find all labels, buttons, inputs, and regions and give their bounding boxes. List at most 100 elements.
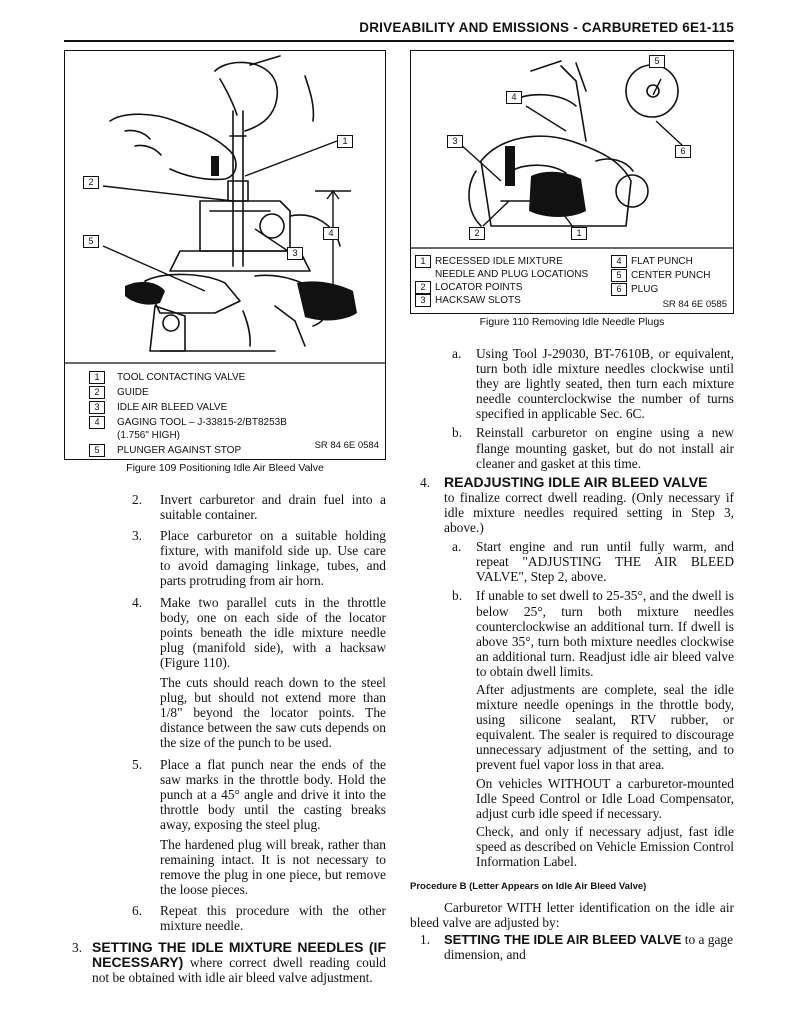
step-text: If unable to set dwell to 25-35°, and th…	[476, 588, 734, 679]
procedure-b-heading: Procedure B (Letter Appears on Idle Air …	[410, 881, 647, 893]
step-number: 3.	[132, 528, 143, 544]
legend-text: PLUNGER AGAINST STOP	[117, 445, 242, 456]
figure-109-caption: Figure 109 Positioning Idle Air Bleed Va…	[126, 462, 324, 474]
legend-number: 5	[89, 444, 105, 457]
legend-number: 4	[611, 255, 627, 268]
step-text: Reinstall carburetor on engine using a n…	[476, 425, 734, 471]
step-number: 3.	[72, 939, 83, 955]
legend-number: 3	[89, 401, 105, 414]
step-4-note: The cuts should reach down to the steel …	[160, 675, 386, 751]
main-step-3: 3. SETTING THE IDLE MIXTURE NEEDLES (IF …	[64, 938, 386, 985]
step-heading: SETTING THE IDLE AIR BLEED VALVE	[444, 932, 682, 948]
fig109-callout-4: 4	[323, 227, 339, 240]
step-heading: SETTING THE IDLE MIXTURE NEEDLES (IF NEC…	[92, 938, 386, 970]
substep-a: a. Using Tool J-29030, BT-7610B, or equi…	[410, 346, 734, 421]
substep-b2-note-3: Check, and only if necessary adjust, fas…	[476, 823, 734, 869]
main-step-1: 1. SETTING THE IDLE AIR BLEED VALVE to a…	[410, 932, 734, 962]
legend-number: 1	[89, 371, 105, 384]
legend-item: 4 FLAT PUNCH	[609, 255, 729, 269]
step-number: a.	[452, 346, 462, 361]
step-number: 2.	[132, 492, 143, 507]
fig109-callout-5: 5	[83, 235, 99, 248]
substep-b2-note-1: After adjustments are complete, seal the…	[476, 681, 734, 773]
step-number: 4.	[132, 594, 143, 610]
right-column: a. Using Tool J-29030, BT-7610B, or equi…	[410, 346, 734, 963]
legend-text: PLUG	[631, 284, 659, 295]
step-number: 4.	[420, 474, 431, 490]
legend-item: 1 RECESSED IDLE MIXTURE NEEDLE AND PLUG LO…	[413, 255, 603, 281]
substep-b2: b. If unable to set dwell to 25-35°, and…	[410, 588, 734, 679]
step-text: SETTING THE IDLE AIR BLEED VALVE to a ga…	[444, 932, 734, 962]
procedure-b-text: Carburetor WITH letter identification on…	[410, 900, 734, 931]
left-column: 2. Invert carburetor and drain fuel into…	[64, 492, 386, 985]
fig109-ref: SR 84 6E 0584	[314, 440, 379, 451]
fig110-callout-1: 1	[571, 227, 587, 240]
legend-item: 3 IDLE AIR BLEED VALVE	[85, 401, 381, 414]
legend-text: FLAT PUNCH	[631, 256, 693, 267]
legend-text: LOCATOR POINTS	[435, 282, 523, 293]
legend-number: 1	[415, 255, 431, 268]
step-body: where correct dwell reading could not be…	[92, 954, 386, 985]
legend-number: 2	[89, 386, 105, 399]
fig110-legend-right: 4 FLAT PUNCH 5 CENTER PUNCH 6 PLUG	[609, 255, 729, 297]
fig110-callout-4: 4	[506, 91, 522, 104]
legend-text: CENTER PUNCH	[631, 270, 711, 281]
step-body: to a gage dimension, and	[444, 932, 734, 963]
page-header: DRIVEABILITY AND EMISSIONS - CARBURETED …	[64, 20, 734, 42]
figure-110-caption: Figure 110 Removing Idle Needle Plugs	[479, 316, 665, 328]
step-number: b.	[452, 425, 463, 441]
fig109-callout-1: 1	[337, 135, 353, 148]
figure-109-illustration	[65, 55, 385, 364]
legend-item: 6 PLUG	[609, 283, 729, 297]
step-2: 2. Invert carburetor and drain fuel into…	[64, 492, 386, 522]
legend-text: IDLE AIR BLEED VALVE	[117, 402, 228, 413]
legend-number: 4	[89, 416, 105, 429]
fig110-legend-left: 1 RECESSED IDLE MIXTURE NEEDLE AND PLUG LO…	[413, 255, 603, 307]
legend-item: 2 LOCATOR POINTS	[413, 281, 603, 294]
legend-text: NEEDLE AND PLUG LOCATIONS	[435, 269, 589, 280]
step-5-note: The hardened plug will break, rather tha…	[160, 836, 386, 898]
step-6: 6. Repeat this procedure with the other …	[64, 903, 386, 933]
fig109-callout-2: 2	[83, 176, 99, 189]
legend-text: GUIDE	[117, 387, 149, 398]
legend-item: 5 PLUNGER AGAINST STOP	[85, 444, 381, 457]
legend-item: 2 GUIDE	[85, 386, 381, 399]
step-text: Using Tool J-29030, BT-7610B, or equival…	[476, 346, 734, 422]
step-text: Repeat this procedure with the other mix…	[160, 903, 386, 934]
step-5: 5. Place a flat punch near the ends of t…	[64, 757, 386, 832]
step-text: SETTING THE IDLE MIXTURE NEEDLES (IF NEC…	[92, 938, 386, 985]
fig110-callout-6: 6	[675, 145, 691, 158]
step-text: Invert carburetor and drain fuel into a …	[160, 492, 386, 523]
step-number: 1.	[420, 932, 431, 948]
legend-number: 2	[415, 281, 431, 294]
legend-text: HACKSAW SLOTS	[435, 295, 521, 306]
step-3: 3. Place carburetor on a suitable holdin…	[64, 528, 386, 588]
fig110-callout-2: 2	[469, 227, 485, 240]
legend-item: 4 GAGING TOOL – J-33815-2/BT8253B (1.756" …	[85, 416, 381, 442]
legend-text: RECESSED IDLE MIXTURE	[435, 256, 563, 267]
step-heading: READJUSTING IDLE AIR BLEED VALVE	[444, 473, 708, 490]
step-text: Make two parallel cuts in the throttle b…	[160, 594, 386, 670]
step-number: 5.	[132, 756, 143, 772]
step-text: Start engine and run until fully warm, a…	[476, 539, 734, 585]
substep-a2: a. Start engine and run until fully warm…	[410, 539, 734, 584]
fig110-ref: SR 84 6E 0585	[662, 299, 727, 310]
legend-text: GAGING TOOL – J-33815-2/BT8253B	[117, 417, 287, 428]
legend-number: 5	[611, 269, 627, 282]
legend-text: (1.756" HIGH)	[117, 430, 181, 441]
legend-item: 5 CENTER PUNCH	[609, 269, 729, 283]
legend-number: 6	[611, 283, 627, 296]
step-text: Place a flat punch near the ends of the …	[160, 756, 386, 832]
fig110-callout-3: 3	[447, 135, 463, 148]
step-text: to finalize correct dwell reading. (Only…	[444, 489, 734, 536]
fig110-callout-5: 5	[649, 55, 665, 68]
substep-b2-note-2: On vehicles WITHOUT a carburetor-mounted…	[476, 775, 734, 821]
step-number: 6.	[132, 903, 143, 919]
fig109-callout-3: 3	[287, 247, 303, 260]
step-text: Place carburetor on a suitable holding f…	[160, 528, 386, 589]
